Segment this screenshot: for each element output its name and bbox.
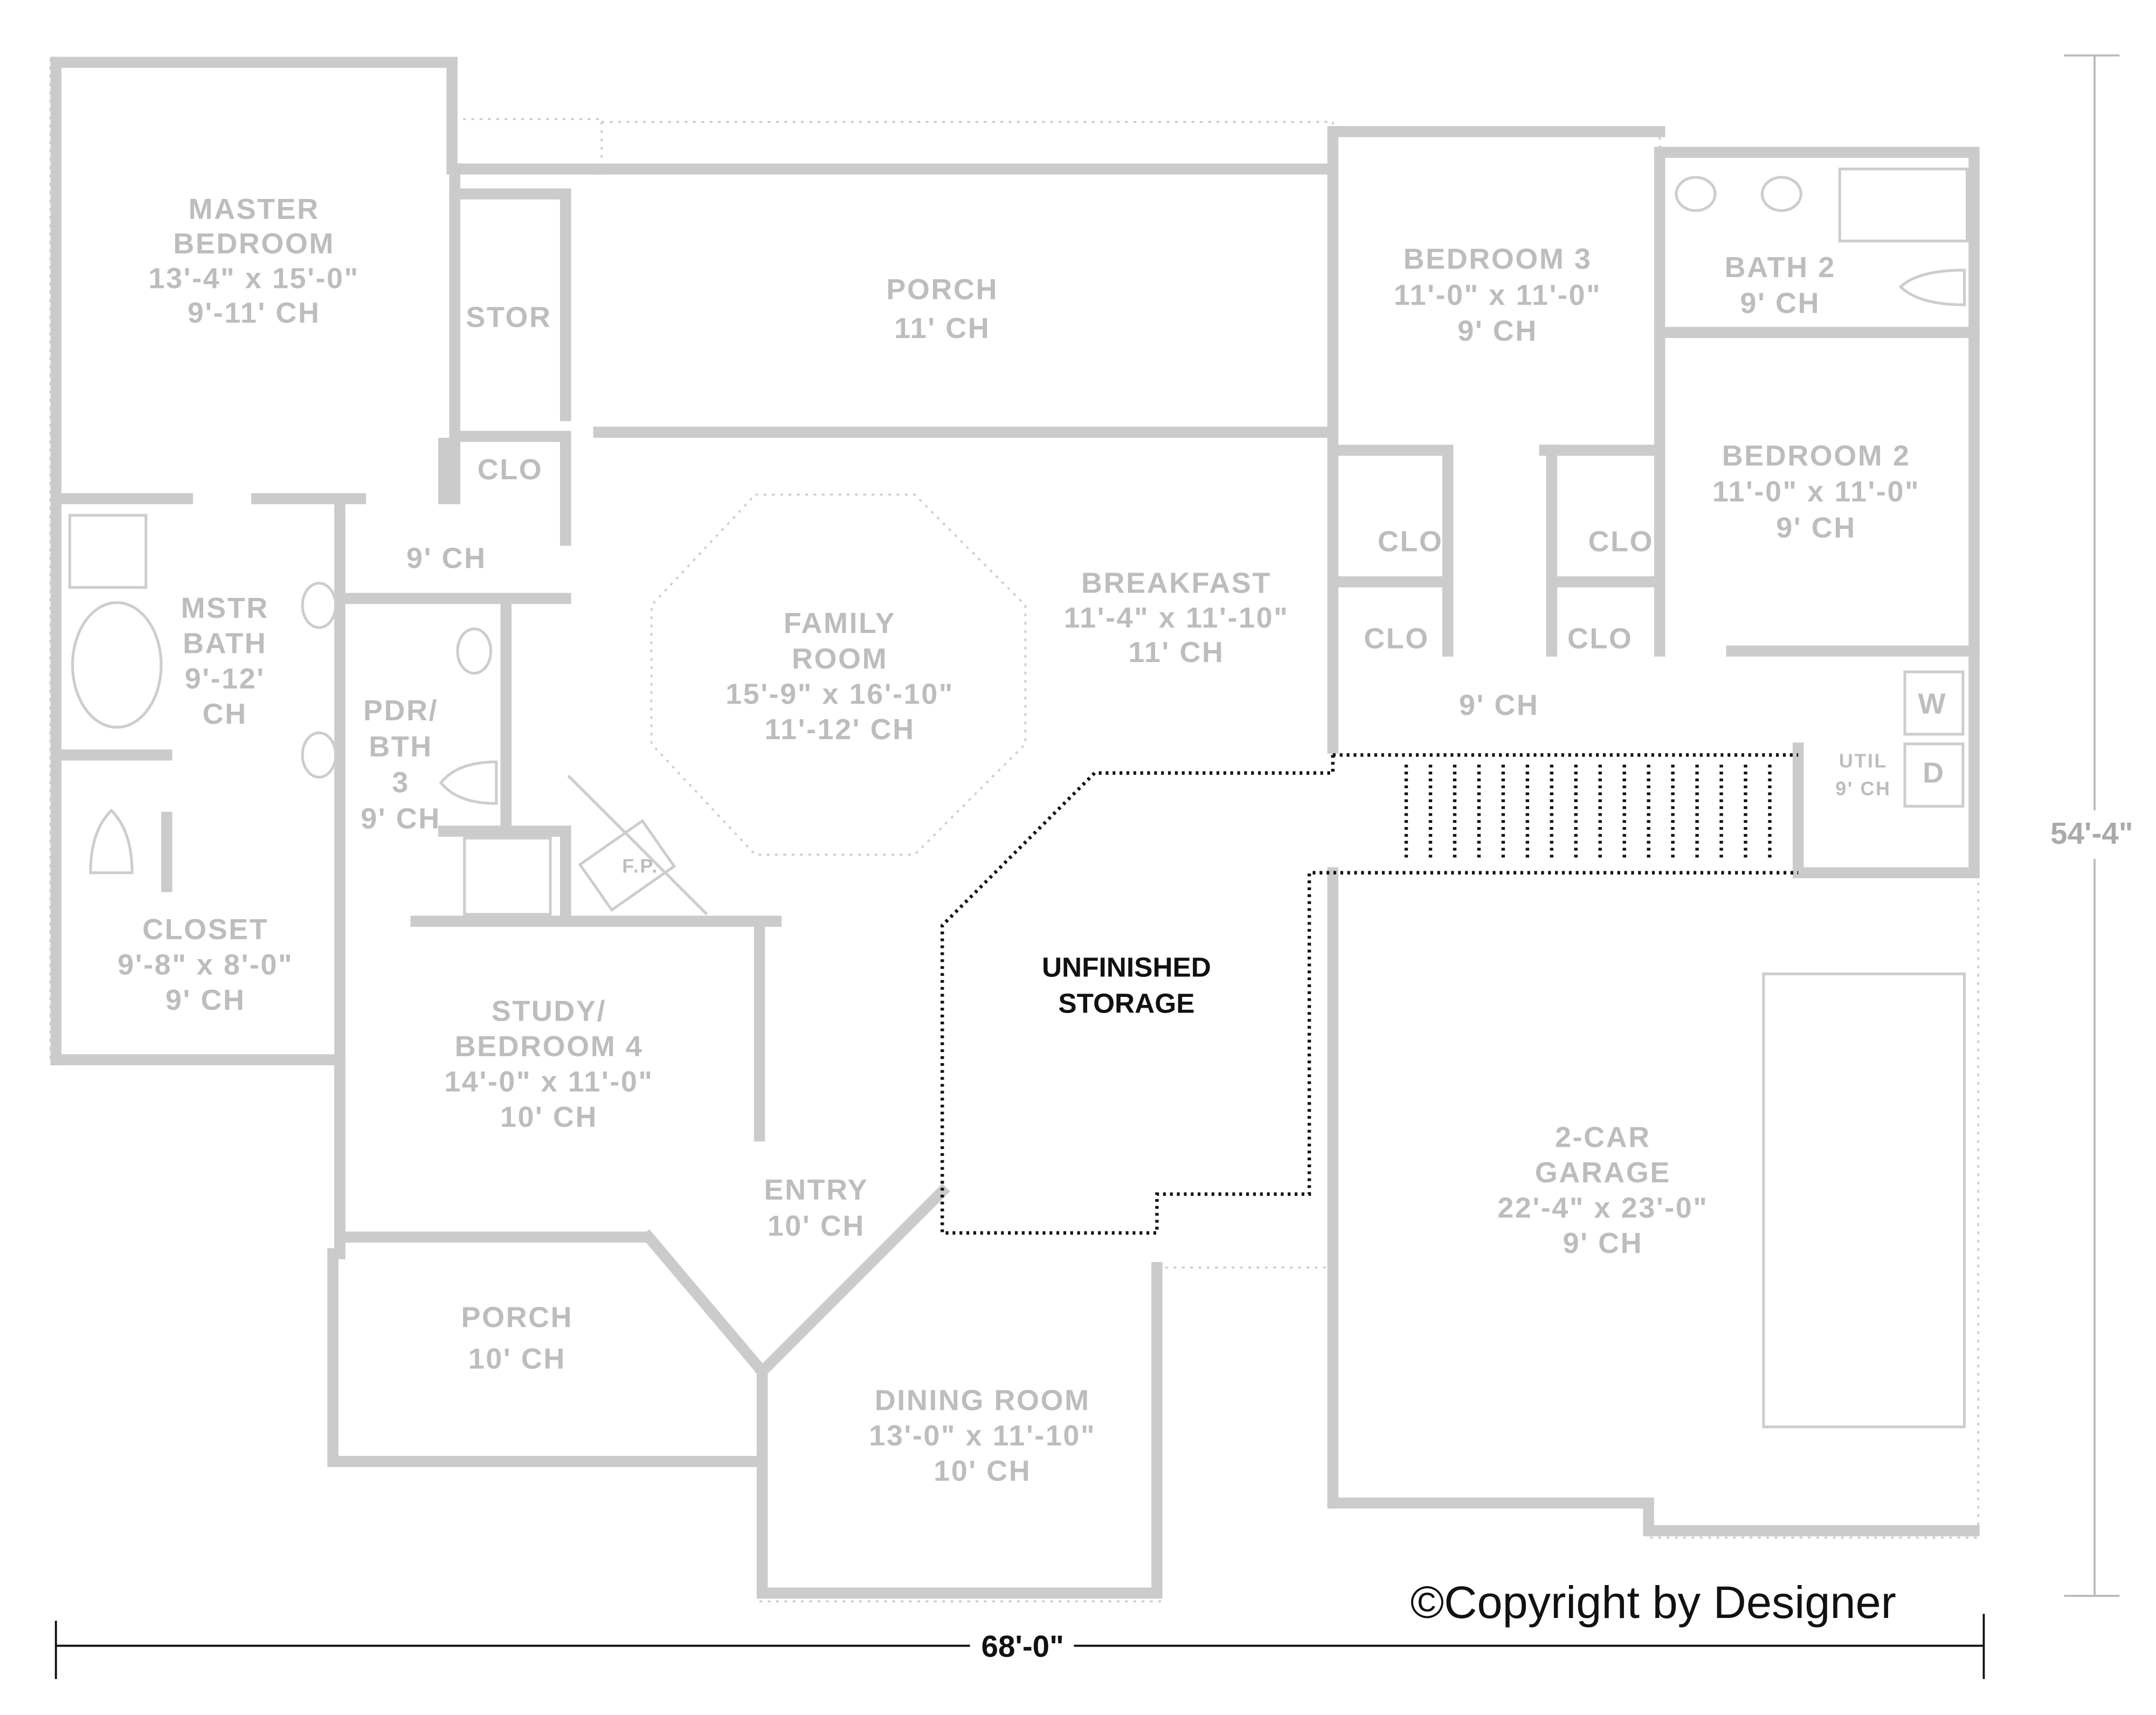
room-label-bedroom3: 9' CH: [1457, 315, 1538, 347]
room-label-clo-hall2: CLO: [1567, 623, 1633, 655]
room-label-mstr-bath: CH: [203, 698, 247, 731]
room-label-pdr-bth3: PDR/: [363, 694, 438, 727]
room-label-dryer: D: [1923, 757, 1945, 789]
room-label-clo-master-hall: CLO: [478, 453, 543, 486]
room-label-entry: 10' CH: [768, 1210, 865, 1242]
fixtures: [68, 167, 1969, 916]
room-label-fireplace: F.P.: [622, 855, 659, 877]
room-label-closet: CLOSET: [142, 913, 268, 946]
sink-icon: [456, 627, 493, 675]
dryer-icon: [1903, 742, 1965, 808]
sink-icon: [1760, 176, 1802, 212]
room-label-study: 14'-0" x 11'-0": [444, 1066, 653, 1098]
depth-dimension-label: 54'-4": [2050, 816, 2133, 850]
room-label-study: BEDROOM 4: [455, 1030, 644, 1063]
room-label-master-bedroom: MASTER: [189, 193, 320, 225]
room-label-dining-room: DINING ROOM: [875, 1385, 1090, 1417]
unfinished-storage-outline: [940, 753, 1799, 1235]
room-label-breakfast: 11'-4" x 11'-10": [1064, 602, 1289, 634]
room-label-family-room: 15'-9" x 16'-10": [725, 678, 954, 710]
room-label-clo-bed3: CLO: [1378, 526, 1443, 558]
bathtub-icon: [71, 601, 163, 729]
bathtub-icon: [1838, 167, 1969, 243]
room-label-bath2: BATH 2: [1725, 251, 1836, 284]
room-label-clo-hall1: CLO: [1364, 623, 1429, 655]
room-label-study: STUDY/: [492, 995, 606, 1028]
sink-icon: [301, 582, 337, 629]
room-label-bath2: 9' CH: [1740, 287, 1820, 320]
toilet-icon: [1898, 268, 1966, 306]
room-label-family-room: ROOM: [792, 643, 888, 675]
room-label-dining-room: 13'-0" x 11'-10": [869, 1420, 1096, 1452]
unfinished-storage-label: STORAGE: [1058, 987, 1194, 1018]
room-label-bedroom3: BEDROOM 3: [1404, 243, 1592, 275]
washer-icon: [1903, 670, 1965, 736]
room-label-bedroom3: 11'-0" x 11'-0": [1394, 279, 1601, 311]
room-label-garage: 22'-4" x 23'-0": [1497, 1192, 1708, 1224]
room-label-breakfast: 11' CH: [1128, 636, 1224, 669]
width-dimension-label: 68'-0": [982, 1629, 1064, 1663]
room-label-pdr-bth3: 3: [392, 767, 410, 799]
room-label-pdr-bth3: 9' CH: [361, 803, 441, 835]
room-label-mstr-bath: MSTR: [181, 592, 269, 624]
garage-parking-area: [1762, 972, 1966, 1429]
room-label-closet: 9' CH: [165, 984, 246, 1016]
dimension-depth: 54'-4": [2050, 54, 2133, 1597]
room-label-bedroom2: 9' CH: [1776, 512, 1856, 544]
room-label-master-bedroom: BEDROOM: [173, 228, 335, 260]
room-label-util: 9' CH: [1835, 777, 1891, 800]
toilet-icon: [439, 760, 498, 805]
walls: [50, 57, 1980, 1599]
room-label-master-bedroom: 13'-4" x 15'-0": [149, 262, 360, 294]
room-label-entry: ENTRY: [764, 1174, 869, 1206]
room-label-hall-bedrooms: 9' CH: [1459, 689, 1539, 721]
room-label-garage: GARAGE: [1535, 1156, 1671, 1189]
sink-icon: [1675, 176, 1717, 212]
room-label-dining-room: 10' CH: [934, 1455, 1031, 1487]
room-label-breakfast: BREAKFAST: [1081, 567, 1272, 600]
room-label-porch-front: 10' CH: [468, 1343, 566, 1375]
room-label-hall-master: 9' CH: [406, 542, 487, 574]
room-label-porch-front: PORCH: [461, 1301, 573, 1334]
copyright-notice: ©Copyright by Designer: [1411, 1576, 1896, 1628]
room-label-clo-bed2: CLO: [1588, 526, 1654, 558]
toilet-icon: [89, 808, 134, 874]
room-label-stor: STOR: [466, 301, 551, 333]
room-label-util: UTIL: [1839, 749, 1888, 772]
room-label-mstr-bath: BATH: [183, 628, 267, 660]
room-label-porch-rear: 11' CH: [894, 312, 990, 345]
shower-icon: [463, 836, 552, 916]
room-label-bedroom2: BEDROOM 2: [1722, 439, 1911, 472]
family-room-ceiling-outline: [650, 493, 1027, 856]
shower-icon: [68, 514, 148, 589]
unfinished-storage-label: UNFINISHED: [1042, 951, 1211, 982]
fireplace-icon: [578, 818, 676, 912]
room-label-mstr-bath: 9'-12': [185, 663, 265, 695]
room-label-master-bedroom: 9'-11' CH: [188, 297, 321, 329]
dimension-width: 68'-0": [54, 1614, 1985, 1679]
room-label-family-room: FAMILY: [784, 607, 896, 639]
room-label-garage: 2-CAR: [1555, 1121, 1651, 1154]
room-label-pdr-bth3: BTH: [369, 731, 433, 763]
room-label-family-room: 11'-12' CH: [764, 713, 915, 746]
room-label-bedroom2: 11'-0" x 11'-0": [1712, 476, 1920, 508]
stairs: [1404, 764, 1772, 859]
room-label-porch-rear: PORCH: [886, 273, 998, 306]
room-label-washer: W: [1918, 687, 1947, 720]
room-label-closet: 9'-8" x 8'-0": [118, 949, 293, 981]
room-label-study: 10' CH: [500, 1101, 598, 1133]
room-label-garage: 9' CH: [1563, 1227, 1643, 1259]
sink-icon: [301, 731, 337, 779]
